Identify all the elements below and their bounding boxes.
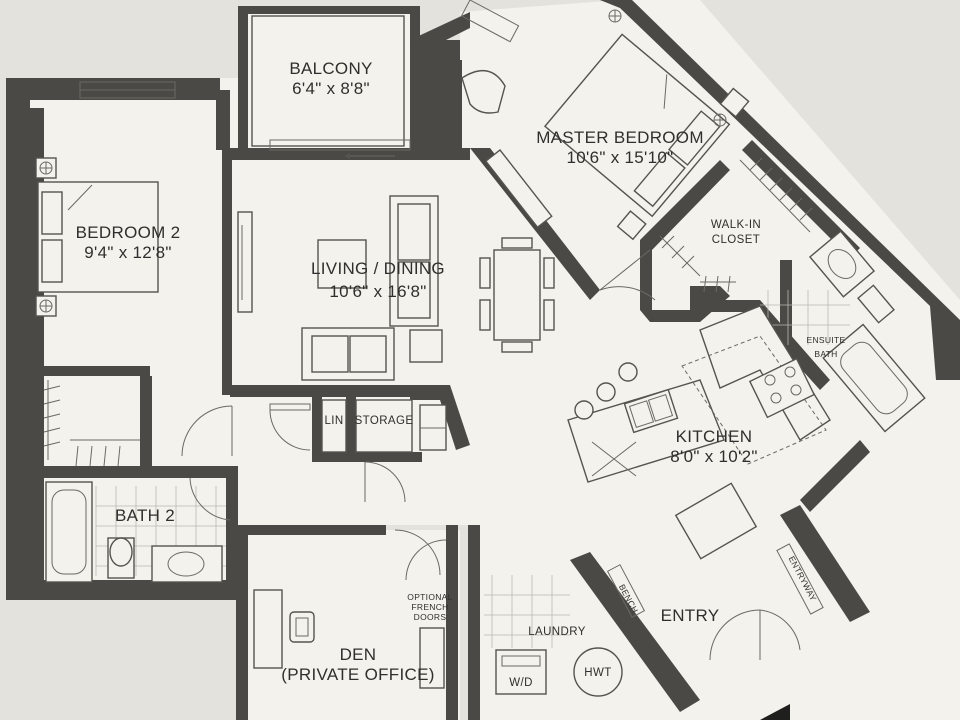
ensuite-label-2: BATH	[814, 349, 837, 359]
ensuite-bath: ENSUITE BATH	[760, 230, 926, 433]
french-doors-label-3: DOORS	[414, 612, 447, 622]
ensuite-toilet	[857, 284, 895, 324]
lin-label: LIN	[324, 415, 343, 427]
bedroom2-closet	[43, 380, 140, 467]
exterior-walls	[6, 0, 960, 720]
bath-2: BATH 2	[45, 481, 226, 583]
living-dining: LIVING / DINING 10'6" x 16'8"	[237, 195, 656, 381]
master-label: MASTER BEDROOM	[536, 128, 704, 147]
entry-label: ENTRY	[661, 606, 720, 625]
hot-water-tank	[573, 647, 623, 697]
den: OPTIONAL FRENCH DOORS DEN (PRIVATE OFFIC…	[253, 539, 452, 689]
ensuite-vanity	[808, 230, 876, 298]
kitchen-counter	[699, 305, 831, 441]
kitchen-label: KITCHEN	[676, 427, 753, 446]
fridge	[674, 482, 758, 560]
hwt-label: HWT	[584, 667, 611, 679]
vanity	[151, 545, 223, 583]
den-subtitle: (PRIVATE OFFICE)	[281, 665, 434, 684]
tv-console	[237, 211, 253, 313]
storage-area: LIN STORAGE	[321, 399, 447, 453]
desk	[253, 589, 283, 669]
living-size: 10'6" x 16'8"	[329, 282, 426, 301]
walk-in-closet: WALK-IN CLOSET	[659, 157, 813, 293]
balcony-size: 6'4" x 8'8"	[292, 79, 370, 98]
french-doors-label-2: FRENCH	[411, 602, 448, 612]
dining-table	[493, 249, 541, 341]
storage-label: STORAGE	[355, 415, 414, 427]
master-dresser	[484, 149, 553, 229]
bathtub	[45, 481, 93, 583]
living-label: LIVING / DINING	[311, 259, 445, 278]
balcony: BALCONY 6'4" x 8'8"	[251, 15, 411, 159]
master-bedroom: MASTER BEDROOM 10'6" x 15'10"	[461, 9, 750, 241]
hall-doors	[181, 403, 441, 576]
french-doors-label-1: OPTIONAL	[407, 592, 452, 602]
den-label: DEN	[340, 645, 377, 664]
bedroom2-size: 9'4" x 12'8"	[84, 243, 171, 262]
laundry-label: LAUNDRY	[528, 626, 586, 638]
bedroom2-label: BEDROOM 2	[76, 223, 181, 242]
master-armchair	[461, 69, 506, 114]
master-size: 10'6" x 15'10"	[567, 148, 674, 167]
corner-marker	[760, 704, 790, 720]
armchair	[409, 329, 443, 363]
walkin-label-1: WALK-IN	[711, 219, 761, 231]
bath2-label: BATH 2	[115, 506, 175, 525]
laundry: LAUNDRY W/D HWT	[484, 575, 623, 697]
balcony-label: BALCONY	[289, 59, 372, 78]
washer-dryer	[495, 649, 547, 695]
stove	[748, 357, 816, 419]
kitchen: KITCHEN 8'0" x 10'2"	[567, 305, 831, 560]
walkin-label-2: CLOSET	[712, 234, 760, 246]
wd-label: W/D	[509, 677, 533, 689]
desk-chair	[289, 611, 315, 643]
kitchen-size: 8'0" x 10'2"	[670, 447, 757, 466]
windows	[79, 0, 520, 99]
ensuite-tub	[822, 323, 926, 433]
coffee-table	[317, 239, 367, 289]
ensuite-label-1: ENSUITE	[807, 335, 846, 345]
sink	[623, 388, 679, 434]
bedroom-2: BEDROOM 2 9'4" x 12'8"	[35, 157, 181, 467]
